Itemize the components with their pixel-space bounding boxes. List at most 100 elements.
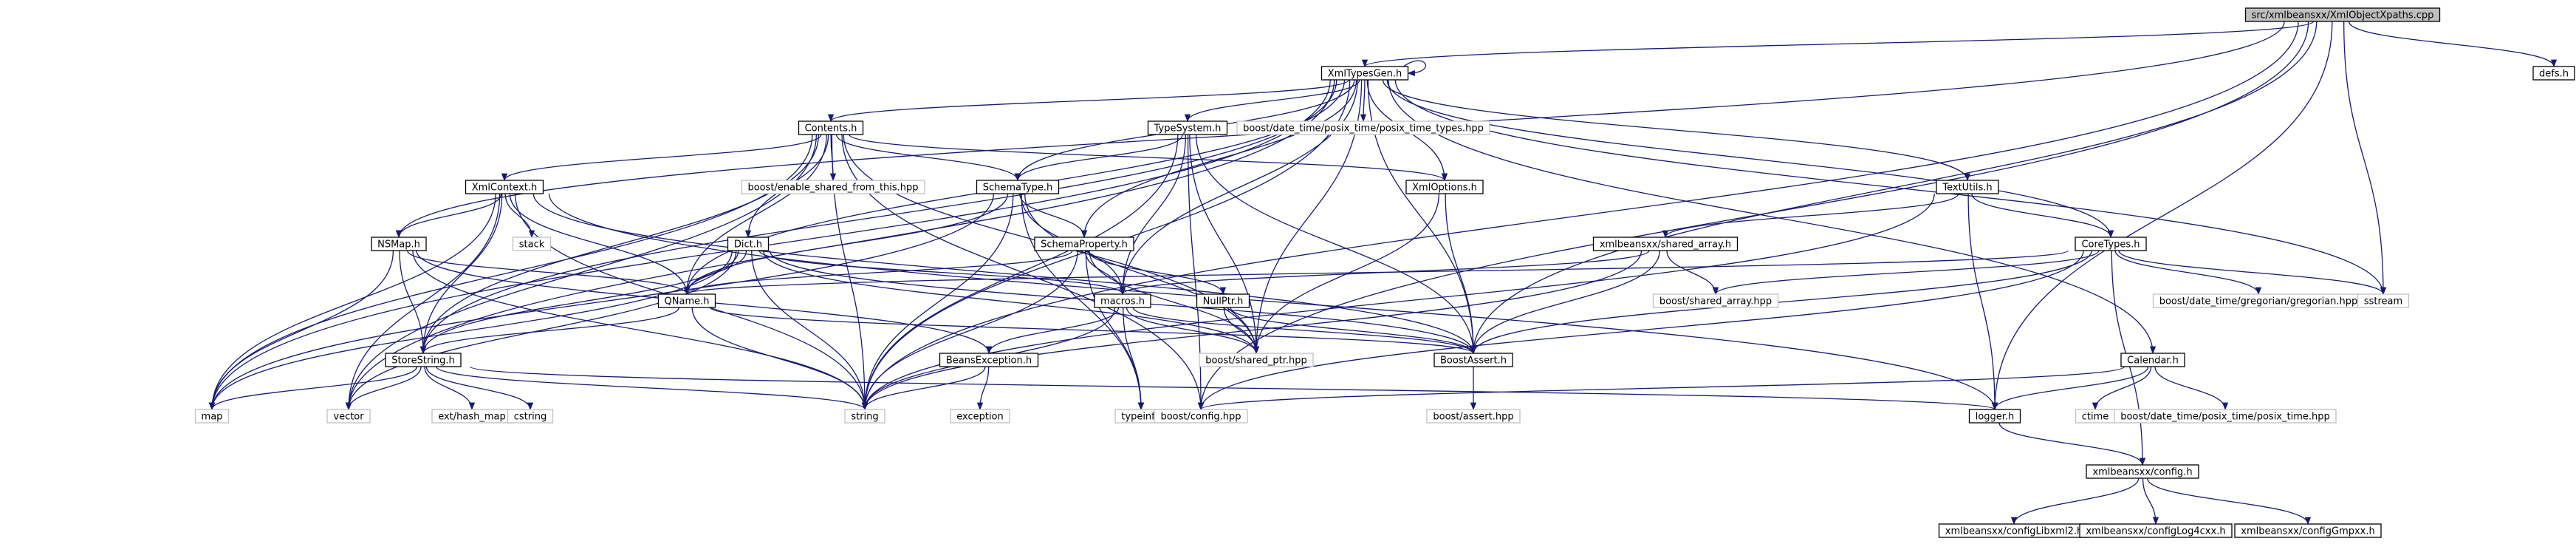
- node-xconfig[interactable]: xmlbeansxx/config.h: [2086, 464, 2199, 479]
- node-box-string: [844, 409, 886, 424]
- edge-sharedarray-to-boostsharedarray: [1666, 250, 1719, 296]
- edge-xmloptions-to-boostassert: [1445, 193, 1477, 355]
- node-defs[interactable]: defs.h: [2532, 66, 2575, 81]
- edge-textutils-to-logger: [1967, 193, 1998, 411]
- edge-typesystem-to-schematype: [1014, 134, 1183, 182]
- node-macros[interactable]: macros.h: [1094, 293, 1151, 308]
- node-box-schematype: [976, 180, 1060, 194]
- node-posixtimetypes: boost/date_time/posix_time/posix_time_ty…: [1236, 120, 1490, 135]
- edge-coretypes-to-gregorian: [2114, 250, 2262, 296]
- edge-root-to-logger: [1991, 21, 2333, 411]
- edge-xmltypesgen-to-map: [208, 79, 1331, 411]
- node-boostassert[interactable]: BoostAssert.h: [1433, 353, 1513, 367]
- node-label-beansexception: BeansException.h: [946, 356, 1032, 367]
- edge-storestring-to-logger: [470, 366, 1998, 411]
- edge-coretypes-to-boostassert: [1470, 250, 2092, 355]
- node-stack: stack: [512, 237, 552, 251]
- node-xmloptions[interactable]: XmlOptions.h: [1405, 180, 1484, 194]
- edge-schematype-to-sharedptr: [1024, 193, 1260, 355]
- node-label-configlog4cxx: xmlbeansxx/configLog4cxx.h: [2086, 526, 2225, 537]
- edge-xmlcontext-to-boostassert: [532, 193, 1477, 355]
- edge-xconfig-to-configgmpxx: [2147, 477, 2312, 526]
- edge-contents-to-string: [831, 134, 869, 411]
- node-box-storestring: [385, 353, 462, 367]
- node-beansexception[interactable]: BeansException.h: [939, 353, 1039, 367]
- edge-sharedarray-to-string: [861, 250, 1642, 411]
- edge-textutils-to-sharedarray: [1662, 193, 1959, 239]
- node-box-xmlcontext: [465, 180, 544, 194]
- node-label-typeinfo: typeinfo: [1121, 412, 1160, 423]
- edge-dict-to-string: [751, 250, 869, 411]
- edge-xmlcontext-to-stack: [504, 193, 535, 239]
- node-label-ctime: ctime: [2082, 412, 2109, 423]
- node-label-enableshared: boost/enable_shared_from_this.hpp: [747, 183, 918, 194]
- node-textutils[interactable]: TextUtils.h: [1936, 180, 1999, 194]
- node-box-xmltypesgen: [1320, 66, 1409, 81]
- edge-xmltypesgen-to-coretypes: [1386, 79, 2114, 239]
- node-box-qname: [657, 293, 716, 308]
- node-box-nullptr: [1196, 293, 1250, 308]
- node-calendar[interactable]: Calendar.h: [2120, 353, 2185, 367]
- edge-qname-to-boostassert: [710, 307, 1476, 355]
- node-configlog4cxx[interactable]: xmlbeansxx/configLog4cxx.h: [2079, 523, 2233, 538]
- edge-nullptr-to-boostassert: [1230, 307, 1477, 355]
- edge-contents-to-map: [208, 134, 813, 411]
- node-schematype[interactable]: SchemaType.h: [976, 180, 1060, 194]
- node-label-calendar: Calendar.h: [2127, 356, 2179, 367]
- edge-beansexception-to-string: [861, 366, 986, 411]
- node-label-string: string: [851, 412, 878, 423]
- edge-dict-to-vector: [345, 250, 737, 411]
- node-label-gregorian: boost/date_time/gregorian/gregorian.hpp: [2159, 296, 2358, 307]
- edge-xmlcontext-to-vector: [345, 193, 501, 411]
- edge-calendar-to-logger: [1991, 366, 2149, 411]
- edge-calendar-to-posixtime: [2154, 366, 2229, 411]
- node-label-posixtimetypes: boost/date_time/posix_time/posix_time_ty…: [1243, 123, 1484, 135]
- node-xmltypesgen[interactable]: XmlTypesGen.h: [1320, 66, 1409, 81]
- node-label-vector: vector: [333, 412, 364, 423]
- node-box-typesystem: [1147, 120, 1228, 135]
- node-schemaproperty[interactable]: SchemaProperty.h: [1034, 237, 1134, 251]
- edge-contents-to-xmlcontext: [501, 134, 822, 182]
- node-label-macros: macros.h: [1100, 296, 1145, 307]
- node-root[interactable]: src/xmlbeansxx/XmlObjectXpaths.cpp: [2244, 7, 2441, 22]
- node-xmlcontext[interactable]: XmlContext.h: [465, 180, 544, 194]
- edge-calendar-to-ctime: [2092, 366, 2152, 411]
- node-box-root: [2244, 7, 2441, 22]
- node-storestring[interactable]: StoreString.h: [385, 353, 462, 367]
- node-nullptr[interactable]: NullPtr.h: [1196, 293, 1250, 308]
- node-enableshared: boost/enable_shared_from_this.hpp: [741, 180, 925, 194]
- edge-storestring-to-hashmap: [424, 366, 476, 411]
- node-logger[interactable]: logger.h: [1968, 409, 2021, 424]
- edge-typesystem-to-sharedptr: [1189, 134, 1260, 355]
- node-label-qname: QName.h: [665, 296, 710, 307]
- dependency-edges: [208, 21, 2558, 526]
- node-sharedarray[interactable]: xmlbeansxx/shared_array.h: [1592, 237, 1739, 251]
- node-coretypes[interactable]: CoreTypes.h: [2075, 237, 2147, 251]
- node-label-posixtime: boost/date_time/posix_time/posix_time.hp…: [2120, 412, 2330, 423]
- edge-qname-to-string: [691, 307, 869, 411]
- node-configlibxml2[interactable]: xmlbeansxx/configLibxml2.h: [1938, 523, 2090, 538]
- edge-contents-to-vector: [345, 134, 818, 411]
- edge-macros-to-sharedptr: [1126, 307, 1260, 355]
- node-box-beansexception: [939, 353, 1039, 367]
- node-nsmap[interactable]: NSMap.h: [371, 237, 427, 251]
- edge-dict-to-map: [208, 250, 733, 411]
- edge-macros-to-typeinfo: [1123, 307, 1145, 411]
- edge-textutils-to-coretypes: [1971, 193, 2114, 239]
- node-typesystem[interactable]: TypeSystem.h: [1147, 120, 1228, 135]
- node-contents[interactable]: Contents.h: [798, 120, 864, 135]
- node-box-exception: [950, 409, 1010, 424]
- node-dict[interactable]: Dict.h: [727, 237, 770, 251]
- node-label-exception: exception: [956, 412, 1004, 423]
- node-configgmpxx[interactable]: xmlbeansxx/configGmpxx.h: [2234, 523, 2382, 538]
- node-qname[interactable]: QName.h: [657, 293, 716, 308]
- node-config: boost/config.hpp: [1154, 409, 1248, 424]
- node-box-xmloptions: [1405, 180, 1484, 194]
- node-box-vector: [326, 409, 371, 424]
- node-label-contents: Contents.h: [805, 123, 857, 135]
- edge-root-to-string: [861, 21, 2299, 411]
- node-label-defs: defs.h: [2539, 69, 2569, 80]
- edge-xmltypesgen-to-contents: [828, 79, 1349, 123]
- edge-calendar-to-config: [1198, 366, 2125, 411]
- node-gregorian: boost/date_time/gregorian/gregorian.hpp: [2152, 293, 2365, 308]
